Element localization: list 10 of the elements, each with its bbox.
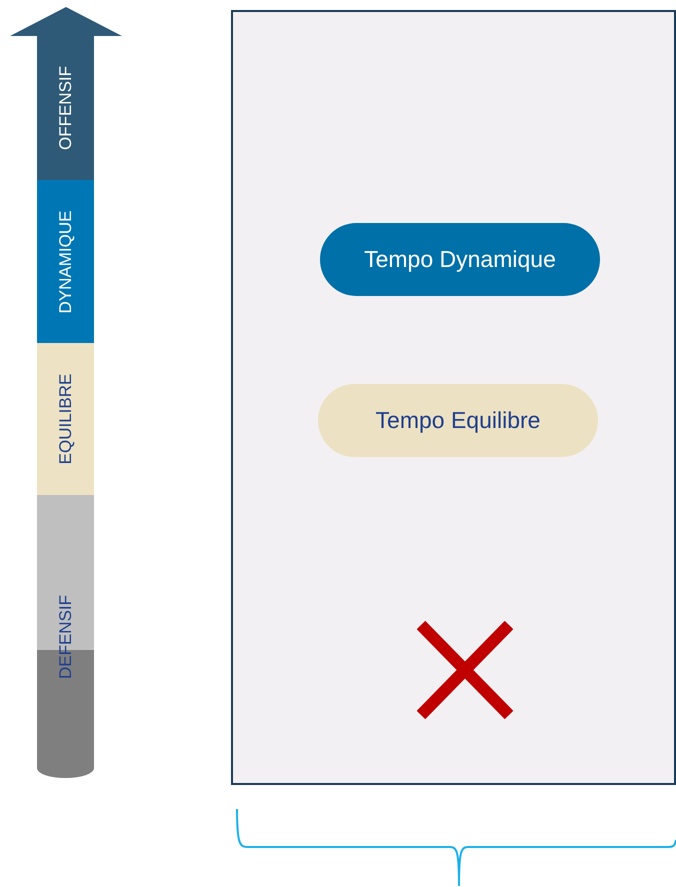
balance-segment	[37, 343, 94, 495]
segment-label: EQUILIBRE	[56, 374, 76, 464]
label-text: Tempo Dynamique	[364, 245, 556, 274]
segment-label: DYNAMIQUE	[56, 210, 76, 313]
defensive-segment	[37, 495, 94, 778]
segment-label: DEFENSIF	[56, 594, 76, 679]
dynamic-segment	[37, 180, 94, 343]
panel	[231, 10, 676, 785]
label-text: Tempo Equilibre	[376, 406, 540, 435]
segment-label: OFFENSIF	[56, 66, 76, 150]
